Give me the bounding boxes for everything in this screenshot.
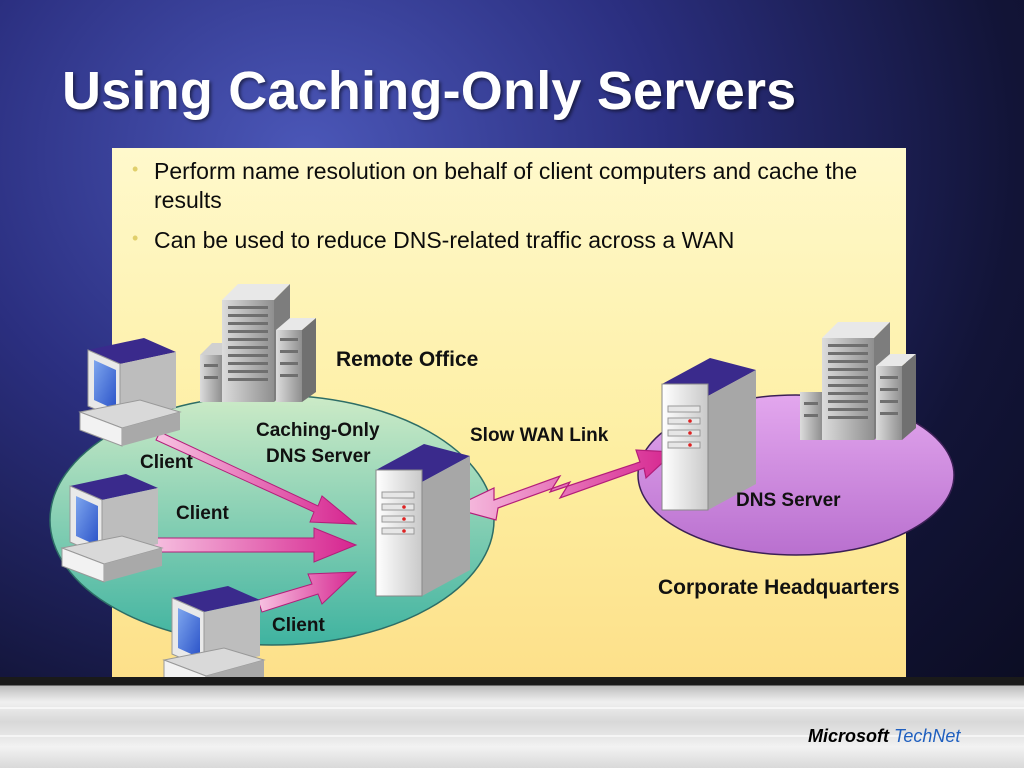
building-icon: [200, 284, 316, 402]
client-computer-icon: [78, 338, 182, 447]
client-computer-icon: [60, 474, 164, 583]
footer-stripe: [0, 707, 1024, 709]
caching-server-label-line2: DNS Server: [266, 446, 371, 467]
client-label: Client: [140, 452, 193, 473]
remote-office-label: Remote Office: [336, 348, 479, 371]
footer-stripe: [0, 735, 1024, 737]
client-arrow: [155, 431, 358, 525]
slide-title: Using Caching-Only Servers: [62, 61, 797, 121]
bullet-icon: •: [132, 159, 139, 179]
logo-microsoft: Microsoft: [808, 726, 889, 746]
bullet-text: Perform name resolution on behalf of cli…: [154, 158, 858, 214]
client-arrow: [147, 527, 358, 563]
wan-link-label: Slow WAN Link: [470, 425, 609, 446]
dns-server-label: DNS Server: [736, 490, 841, 511]
client-label: Client: [272, 615, 325, 636]
bullet-item: • Can be used to reduce DNS-related traff…: [126, 226, 906, 255]
dns-server-icon: [661, 358, 756, 511]
caching-server-label-line1: Caching-Only: [256, 420, 380, 441]
building-icon: [800, 322, 916, 440]
microsoft-technet-logo: Microsoft TechNet: [808, 726, 960, 747]
client-label: Client: [176, 503, 229, 524]
footer-bar: [0, 677, 1024, 768]
headquarters-label: Corporate Headquarters: [658, 576, 900, 599]
bullet-list: • Perform name resolution on behalf of cl…: [126, 157, 906, 265]
bullet-icon: •: [132, 227, 139, 248]
logo-technet: TechNet: [894, 726, 961, 746]
bullet-item: • Perform name resolution on behalf of cl…: [126, 157, 906, 216]
bullet-text: Can be used to reduce DNS-related traffi…: [154, 226, 735, 253]
client-arrow: [257, 571, 358, 613]
caching-server-icon: [375, 444, 470, 597]
